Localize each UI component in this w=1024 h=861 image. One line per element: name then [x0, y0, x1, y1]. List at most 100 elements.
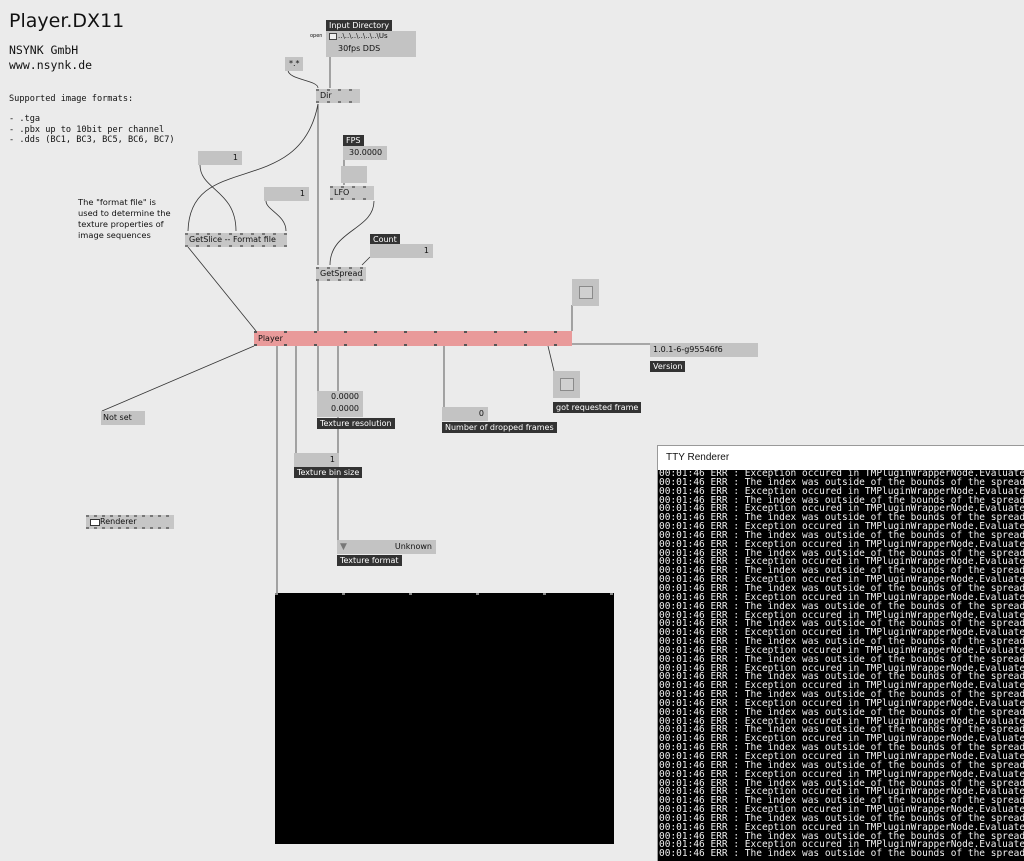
texture-resolution-output: 0.0000 0.0000: [317, 391, 363, 417]
log-line: 00:01:46 ERR : The index was outside of …: [659, 618, 1024, 630]
renderer-label: Renderer: [100, 517, 137, 526]
folder-icon[interactable]: [329, 33, 337, 40]
getslice-node[interactable]: GetSlice -- Format file: [185, 233, 287, 247]
count-label: Count: [370, 234, 400, 245]
formats-info: Supported image formats:- .tga- .pbx up …: [9, 94, 175, 146]
version-label: Version: [650, 361, 686, 372]
slice-index-input[interactable]: 1: [198, 151, 242, 165]
format-item: - .dds (BC1, BC3, BC5, BC6, BC7): [9, 135, 175, 146]
log-line: 00:01:46 ERR : Exception occured in TMPl…: [659, 768, 1024, 780]
input-directory-path: ..\..\..\..\..\..\Us: [338, 32, 388, 40]
lfo-input-box[interactable]: [341, 166, 367, 183]
log-line: 00:01:46 ERR : The index was outside of …: [659, 600, 1024, 612]
texture-format-value: Unknown: [394, 542, 432, 551]
log-line: 00:01:46 ERR : Exception occured in TMPl…: [659, 751, 1024, 762]
cable-dir-to-getslice: [187, 103, 319, 232]
format-item: - .tga: [9, 114, 41, 125]
format-item: - .pbx up to 10bit per channel: [9, 124, 165, 135]
log-line: 00:01:46 ERR : Exception occured in TMPl…: [659, 786, 1024, 798]
cable-player-notset: [101, 345, 255, 412]
texture-format-select[interactable]: ▼ Unknown: [337, 540, 436, 554]
cable-format-index: [265, 200, 287, 232]
window-icon: [90, 519, 100, 526]
log-line: 00:01:46 ERR : Exception occured in TMPl…: [659, 627, 1024, 639]
dir-node[interactable]: Dir: [316, 89, 360, 103]
dropped-frames-label: Number of dropped frames: [442, 422, 557, 433]
log-line: 00:01:46 ERR : Exception occured in TMPl…: [659, 839, 1024, 851]
fps-label: FPS: [343, 135, 364, 146]
texture-format-label: Texture format: [337, 555, 402, 566]
log-line: 00:01:46 ERR : Exception occured in TMPl…: [659, 521, 1024, 533]
log-line: 00:01:46 ERR : The index was outside of …: [659, 777, 1024, 789]
log-line: 00:01:46 ERR : Exception occured in TMPl…: [659, 662, 1024, 674]
company-name: NSYNK GmbH: [9, 43, 79, 57]
log-line: 00:01:46 ERR : The index was outside of …: [659, 494, 1024, 506]
player-node[interactable]: Player: [254, 331, 572, 346]
cable-slice-index: [199, 164, 237, 232]
log-line: 00:01:46 ERR : Exception occured in TMPl…: [659, 697, 1024, 709]
log-line: 00:01:46 ERR : Exception occured in TMPl…: [659, 644, 1024, 656]
mask-input[interactable]: *.*: [285, 57, 303, 71]
log-line: 00:01:46 ERR : The index was outside of …: [659, 512, 1024, 524]
log-line: 00:01:46 ERR : The index was outside of …: [659, 848, 1024, 860]
log-line: 00:01:46 ERR : The index was outside of …: [659, 742, 1024, 754]
dropdown-arrow-icon[interactable]: ▼: [340, 542, 347, 552]
log-line: 00:01:46 ERR : The index was outside of …: [659, 795, 1024, 807]
open-label: open: [310, 33, 323, 39]
bang-square-icon: [579, 286, 593, 299]
log-line: 00:01:46 ERR : Exception occured in TMPl…: [659, 804, 1024, 816]
texture-bin-size-input[interactable]: 1: [294, 453, 339, 467]
input-directory-name: 30fps DDS: [338, 44, 381, 53]
tty-window-title: TTY Renderer: [666, 452, 730, 463]
log-line: 00:01:46 ERR : The index was outside of …: [659, 724, 1024, 736]
log-line: 00:01:46 ERR : Exception occured in TMPl…: [659, 609, 1024, 621]
input-directory-label: Input Directory: [326, 20, 393, 31]
log-line: 00:01:46 ERR : Exception occured in TMPl…: [659, 538, 1024, 550]
tty-log[interactable]: 00:01:46 ERR : Exception occured in TMPl…: [658, 470, 1024, 861]
getspread-node[interactable]: GetSpread: [316, 267, 366, 281]
bang-square-icon: [560, 378, 574, 391]
lfo-node[interactable]: LFO: [330, 186, 374, 200]
log-line: 00:01:46 ERR : The index was outside of …: [659, 582, 1024, 594]
got-frame-toggle[interactable]: [553, 371, 580, 398]
format-file-note: The "format file" is used to determine t…: [78, 197, 171, 240]
company-info: NSYNK GmbH www.nsynk.de: [9, 43, 92, 73]
log-line: 00:01:46 ERR : Exception occured in TMPl…: [659, 574, 1024, 586]
log-line: 00:01:46 ERR : Exception occured in TMPl…: [659, 680, 1024, 692]
cable-player-gotframe: [547, 345, 555, 372]
cable-lfo-getspread: [329, 200, 375, 266]
preview-renderer[interactable]: [275, 593, 614, 844]
log-line: 00:01:46 ERR : The index was outside of …: [659, 706, 1024, 718]
patch-title: Player.DX11: [9, 10, 125, 32]
reload-bang-button[interactable]: [572, 279, 599, 306]
got-frame-label: got requested frame: [553, 402, 642, 413]
input-directory-box[interactable]: ..\..\..\..\..\..\Us 30fps DDS: [326, 31, 416, 57]
log-line: 00:01:46 ERR : The index was outside of …: [659, 830, 1024, 842]
log-line: 00:01:46 ERR : Exception occured in TMPl…: [659, 503, 1024, 515]
log-line: 00:01:46 ERR : The index was outside of …: [659, 812, 1024, 824]
log-line: 00:01:46 ERR : The index was outside of …: [659, 653, 1024, 665]
log-line: 00:01:46 ERR : Exception occured in TMPl…: [659, 733, 1024, 745]
dropped-frames-output: 0: [442, 407, 488, 421]
renderer-node[interactable]: Renderer: [86, 515, 174, 529]
log-line: 00:01:46 ERR : The index was outside of …: [659, 759, 1024, 771]
log-line: 00:01:46 ERR : Exception occured in TMPl…: [659, 485, 1024, 497]
texture-resolution-x: 0.0000: [331, 392, 359, 401]
cable-getslice-player: [187, 246, 257, 332]
format-index-input[interactable]: 1: [264, 187, 309, 201]
fps-input[interactable]: 30.0000: [343, 146, 387, 160]
log-line: 00:01:46 ERR : The index was outside of …: [659, 547, 1024, 559]
log-line: 00:01:46 ERR : Exception occured in TMPl…: [659, 821, 1024, 833]
cable-mask-input: [287, 69, 319, 89]
log-line: 00:01:46 ERR : The index was outside of …: [659, 689, 1024, 701]
log-line: 00:01:46 ERR : Exception occured in TMPl…: [659, 470, 1024, 479]
log-line: 00:01:46 ERR : Exception occured in TMPl…: [659, 591, 1024, 603]
tty-renderer-window[interactable]: TTY Renderer 00:01:46 ERR : Exception oc…: [657, 445, 1024, 861]
log-line: 00:01:46 ERR : The index was outside of …: [659, 529, 1024, 541]
log-line: 00:01:46 ERR : The index was outside of …: [659, 671, 1024, 683]
count-input[interactable]: 1: [370, 244, 433, 258]
log-line: 00:01:46 ERR : The index was outside of …: [659, 565, 1024, 577]
texture-bin-size-label: Texture bin size: [294, 467, 363, 478]
log-line: 00:01:46 ERR : Exception occured in TMPl…: [659, 715, 1024, 727]
